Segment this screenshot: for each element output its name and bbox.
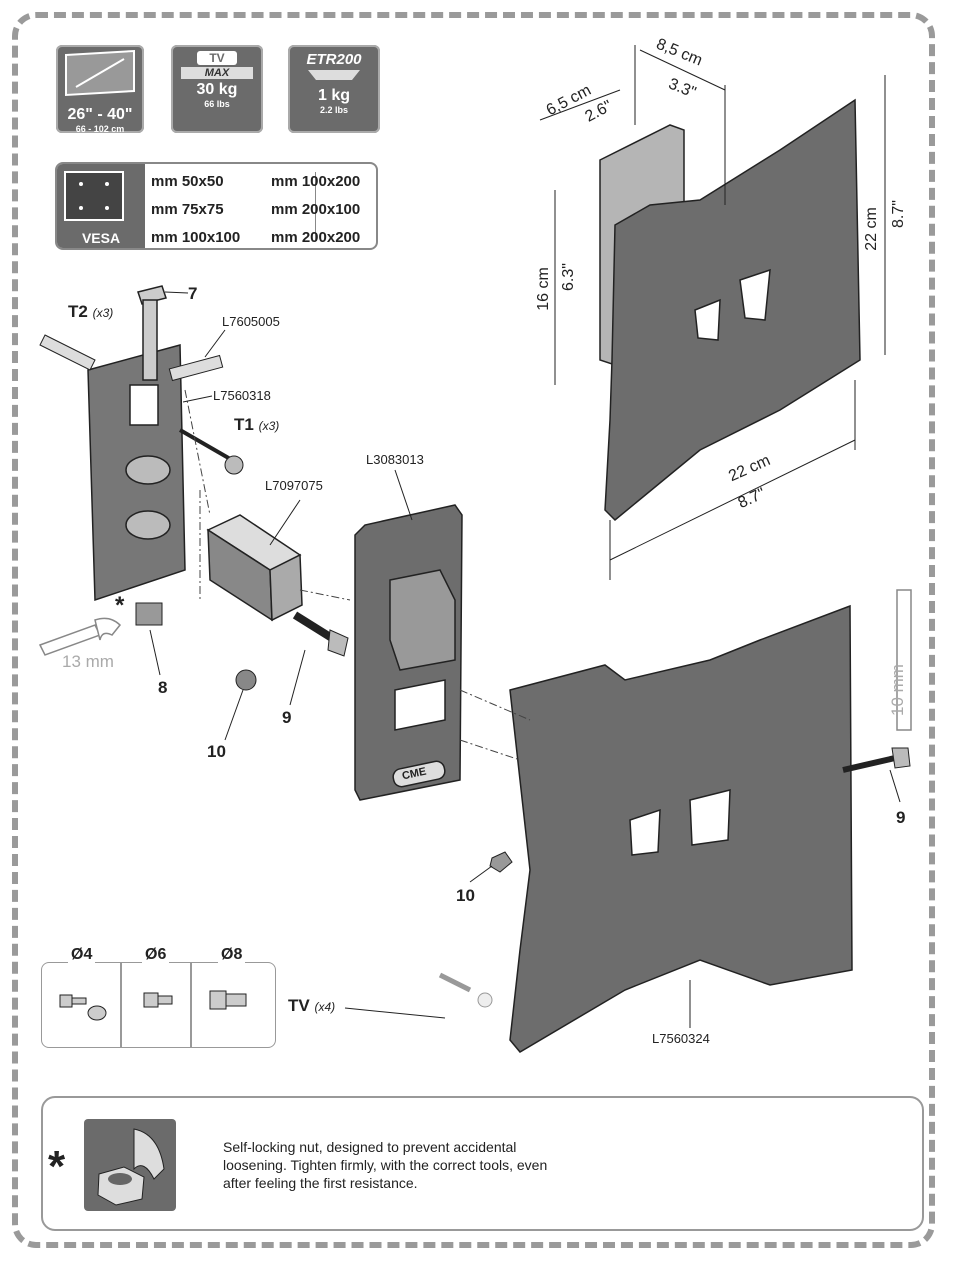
part-9-right-label: 9 [896, 808, 906, 827]
height-cm: 16 cm [534, 267, 552, 311]
product-kg: 1 kg [317, 87, 350, 104]
t2-qty: (x3) [92, 306, 114, 320]
part-8-label: 8 [158, 678, 168, 697]
part-10-label: 10 [207, 742, 226, 761]
model-name: ETR200 [306, 51, 362, 68]
vesa-table: VESA mm 50x50 mm 75x75 mm 100x100 mm 100… [55, 162, 378, 250]
tv-max-lbs: 66 lbs [204, 99, 230, 109]
divider [315, 172, 316, 240]
part-9-label: 9 [282, 708, 292, 727]
scale-icon [308, 70, 360, 80]
t1-name: T1 [234, 415, 254, 434]
nut-10-drawing [235, 669, 257, 691]
product-lbs: 2.2 lbs [319, 105, 348, 115]
tv-screws-drawing [438, 972, 493, 1008]
self-locking-star: * [115, 592, 125, 619]
part-l7560324: L7560324 [652, 1031, 710, 1046]
diagonal-arrow-icon [65, 49, 135, 97]
callout-lines [149, 291, 901, 1028]
tighten-nut-icon [84, 1119, 176, 1211]
dimension-lines [539, 45, 886, 580]
part-l3083013: L3083013 [366, 452, 424, 467]
vesa-size: mm 50x50 [151, 173, 224, 190]
screw-sizes-box [41, 962, 276, 1048]
tv-qty: (x4) [314, 1000, 336, 1014]
vesa-icon: VESA [57, 164, 145, 248]
guide-lines [184, 389, 531, 761]
part-l7560318: L7560318 [213, 388, 271, 403]
wrench-10-label: 10 mm [887, 664, 907, 716]
tv-icon: TV [197, 51, 237, 65]
bolt-9-drawing [292, 611, 349, 657]
t2-name: T2 [68, 302, 88, 321]
arm-cover-drawing [354, 504, 463, 801]
tv-name: TV [288, 996, 310, 1015]
vesa-col-1: mm 50x50 mm 75x75 mm 100x100 [151, 168, 240, 252]
product-weight-badge: ETR200 1 kg 2.2 lbs [288, 45, 380, 133]
t1-qty: (x3) [258, 419, 280, 433]
divider [120, 963, 122, 1047]
wrench-10-drawing [896, 589, 912, 731]
note-star: * [48, 1142, 66, 1191]
assembled-mount-drawing [599, 98, 861, 522]
vesa-size: mm 200x100 [271, 201, 361, 218]
self-locking-note-text: Self-locking nut, designed to prevent ac… [223, 1139, 548, 1191]
wall-plate-drawing [87, 344, 186, 602]
t2-label: T2 (x3) [68, 302, 113, 322]
vesa-size: mm 75x75 [151, 201, 224, 218]
divider [190, 963, 192, 1047]
tv-screws-label: TV (x4) [288, 996, 335, 1016]
screw-t1-drawing [179, 428, 244, 475]
wrench-13-label: 13 mm [62, 652, 114, 671]
nut-10-right-drawing [489, 851, 513, 873]
vesa-label: VESA [81, 230, 121, 246]
nut-8-drawing [135, 602, 163, 626]
screen-size-cm: 66 - 102 cm [75, 124, 125, 134]
height-in: 6.3" [559, 263, 577, 291]
vesa-size: mm 100x100 [151, 229, 241, 246]
pin-drawing [168, 354, 224, 382]
wall-anchor-drawing [39, 334, 96, 371]
max-label: MAX [181, 67, 253, 79]
vesa-size: mm 100x200 [271, 173, 361, 190]
swivel-block-drawing [206, 514, 303, 622]
plate-height-cm: 22 cm [862, 207, 880, 251]
part-7-label: 7 [188, 284, 198, 303]
part-l7605005: L7605005 [222, 314, 280, 329]
vesa-col-2: mm 100x200 mm 200x100 mm 200x200 [271, 168, 360, 252]
page-border [12, 12, 935, 1248]
screw-size-4: Ø4 [68, 946, 96, 964]
tv-weight-badge: TV MAX 30 kg 66 lbs [171, 45, 263, 133]
part-10-right-label: 10 [456, 886, 475, 905]
tv-max-kg: 30 kg [196, 81, 238, 98]
screen-size-badge: 26" - 40" 66 - 102 cm [56, 45, 144, 134]
plate-height-in: 8.7" [889, 200, 907, 228]
self-locking-note-box [41, 1096, 924, 1231]
screw-size-6: Ø6 [142, 946, 170, 964]
screw-size-8: Ø8 [218, 946, 246, 964]
bolt-9-right-drawing [842, 747, 911, 773]
screw-icons [59, 990, 247, 1021]
part-l7097075: L7097075 [265, 478, 323, 493]
screen-size: 26" - 40" [67, 106, 133, 123]
t1-label: T1 (x3) [234, 415, 279, 435]
wrench-13-drawing [38, 617, 122, 656]
vesa-size: mm 200x200 [271, 229, 361, 246]
bolt-7-drawing [137, 285, 167, 381]
tv-plate-drawing [509, 604, 853, 1053]
